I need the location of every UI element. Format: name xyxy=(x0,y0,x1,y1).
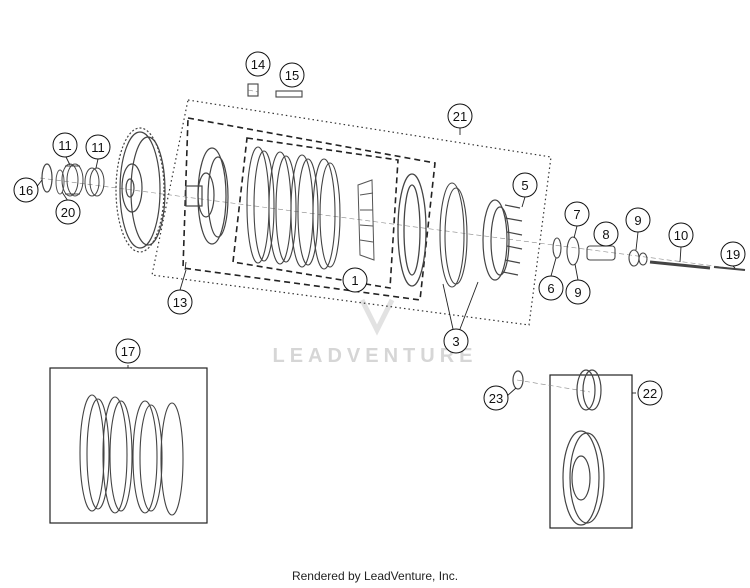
inner-hub-part xyxy=(185,147,229,245)
footer-credit: Rendered by LeadVenture, Inc. xyxy=(291,569,459,583)
watermark-text: LEADVENTURE xyxy=(272,345,477,367)
callout-9-top-label: 9 xyxy=(634,213,641,228)
callout-19-label: 19 xyxy=(726,247,740,262)
gear-set-part xyxy=(562,369,605,526)
callout-23[interactable]: 23 xyxy=(483,385,509,411)
callout-11-left-label: 11 xyxy=(58,138,72,153)
callout-8[interactable]: 8 xyxy=(593,221,619,247)
group-box-inner xyxy=(232,137,399,289)
callout-15-label: 15 xyxy=(285,68,299,83)
callout-3[interactable]: 3 xyxy=(443,328,469,354)
callout-13[interactable]: 13 xyxy=(167,289,193,315)
clutch-plates-part xyxy=(246,146,341,270)
callout-23-label: 23 xyxy=(489,391,503,406)
callout-17[interactable]: 17 xyxy=(115,338,141,364)
callout-7[interactable]: 7 xyxy=(564,201,590,227)
callout-5-label: 5 xyxy=(521,178,528,193)
watermark: LEADVENTURE xyxy=(272,298,477,367)
callout-16-label: 16 xyxy=(19,183,33,198)
ring-23-part xyxy=(512,370,524,390)
callout-21-label: 21 xyxy=(453,109,467,124)
pressure-plate-part xyxy=(397,173,427,287)
callout-8-label: 8 xyxy=(602,227,609,242)
needle-bearing-part xyxy=(61,163,105,197)
callout-1[interactable]: 1 xyxy=(342,267,368,293)
callout-14[interactable]: 14 xyxy=(245,51,271,77)
clutch-cover-part xyxy=(482,199,510,281)
diaphragm-spring-part xyxy=(357,179,375,261)
callout-10[interactable]: 10 xyxy=(668,222,694,248)
callout-17-label: 17 xyxy=(121,344,135,359)
group-box-17 xyxy=(49,367,208,524)
plate-set-part xyxy=(79,394,184,516)
callout-6-label: 6 xyxy=(547,281,554,296)
callout-11-right-label: 11 xyxy=(91,140,105,155)
callout-20-label: 20 xyxy=(61,205,75,220)
washer-part xyxy=(41,163,53,193)
group-box-22 xyxy=(549,374,633,529)
group-box-13 xyxy=(182,117,436,301)
callout-22[interactable]: 22 xyxy=(637,380,663,406)
group-box-21 xyxy=(151,99,552,326)
axis-lines xyxy=(39,89,746,393)
leader-lines xyxy=(34,128,736,397)
clutch-basket-part xyxy=(115,127,166,253)
callout-14-label: 14 xyxy=(251,57,265,72)
callout-16[interactable]: 16 xyxy=(13,177,39,203)
callout-20[interactable]: 20 xyxy=(55,199,81,225)
callout-7-label: 7 xyxy=(573,207,580,222)
callout-6[interactable]: 6 xyxy=(538,275,564,301)
callout-10-label: 10 xyxy=(674,228,688,243)
callout-1-label: 1 xyxy=(351,273,358,288)
callout-15[interactable]: 15 xyxy=(279,62,305,88)
callout-9-bottom-label: 9 xyxy=(574,285,581,300)
bolts-part xyxy=(502,204,523,276)
ring-part xyxy=(55,169,65,195)
disc-part xyxy=(439,182,468,288)
callout-11-right[interactable]: 11 xyxy=(85,134,111,160)
callout-3-label: 3 xyxy=(452,334,459,349)
callout-13-label: 13 xyxy=(173,295,187,310)
shaft-parts xyxy=(552,236,746,271)
callout-9-bottom[interactable]: 9 xyxy=(565,279,591,305)
screw-part xyxy=(247,83,303,98)
callout-19[interactable]: 19 xyxy=(720,241,746,267)
callout-22-label: 22 xyxy=(643,386,657,401)
callout-21[interactable]: 21 xyxy=(447,103,473,129)
callout-9-top[interactable]: 9 xyxy=(625,207,651,233)
callout-11-left[interactable]: 11 xyxy=(52,132,78,158)
callout-5[interactable]: 5 xyxy=(512,172,538,198)
